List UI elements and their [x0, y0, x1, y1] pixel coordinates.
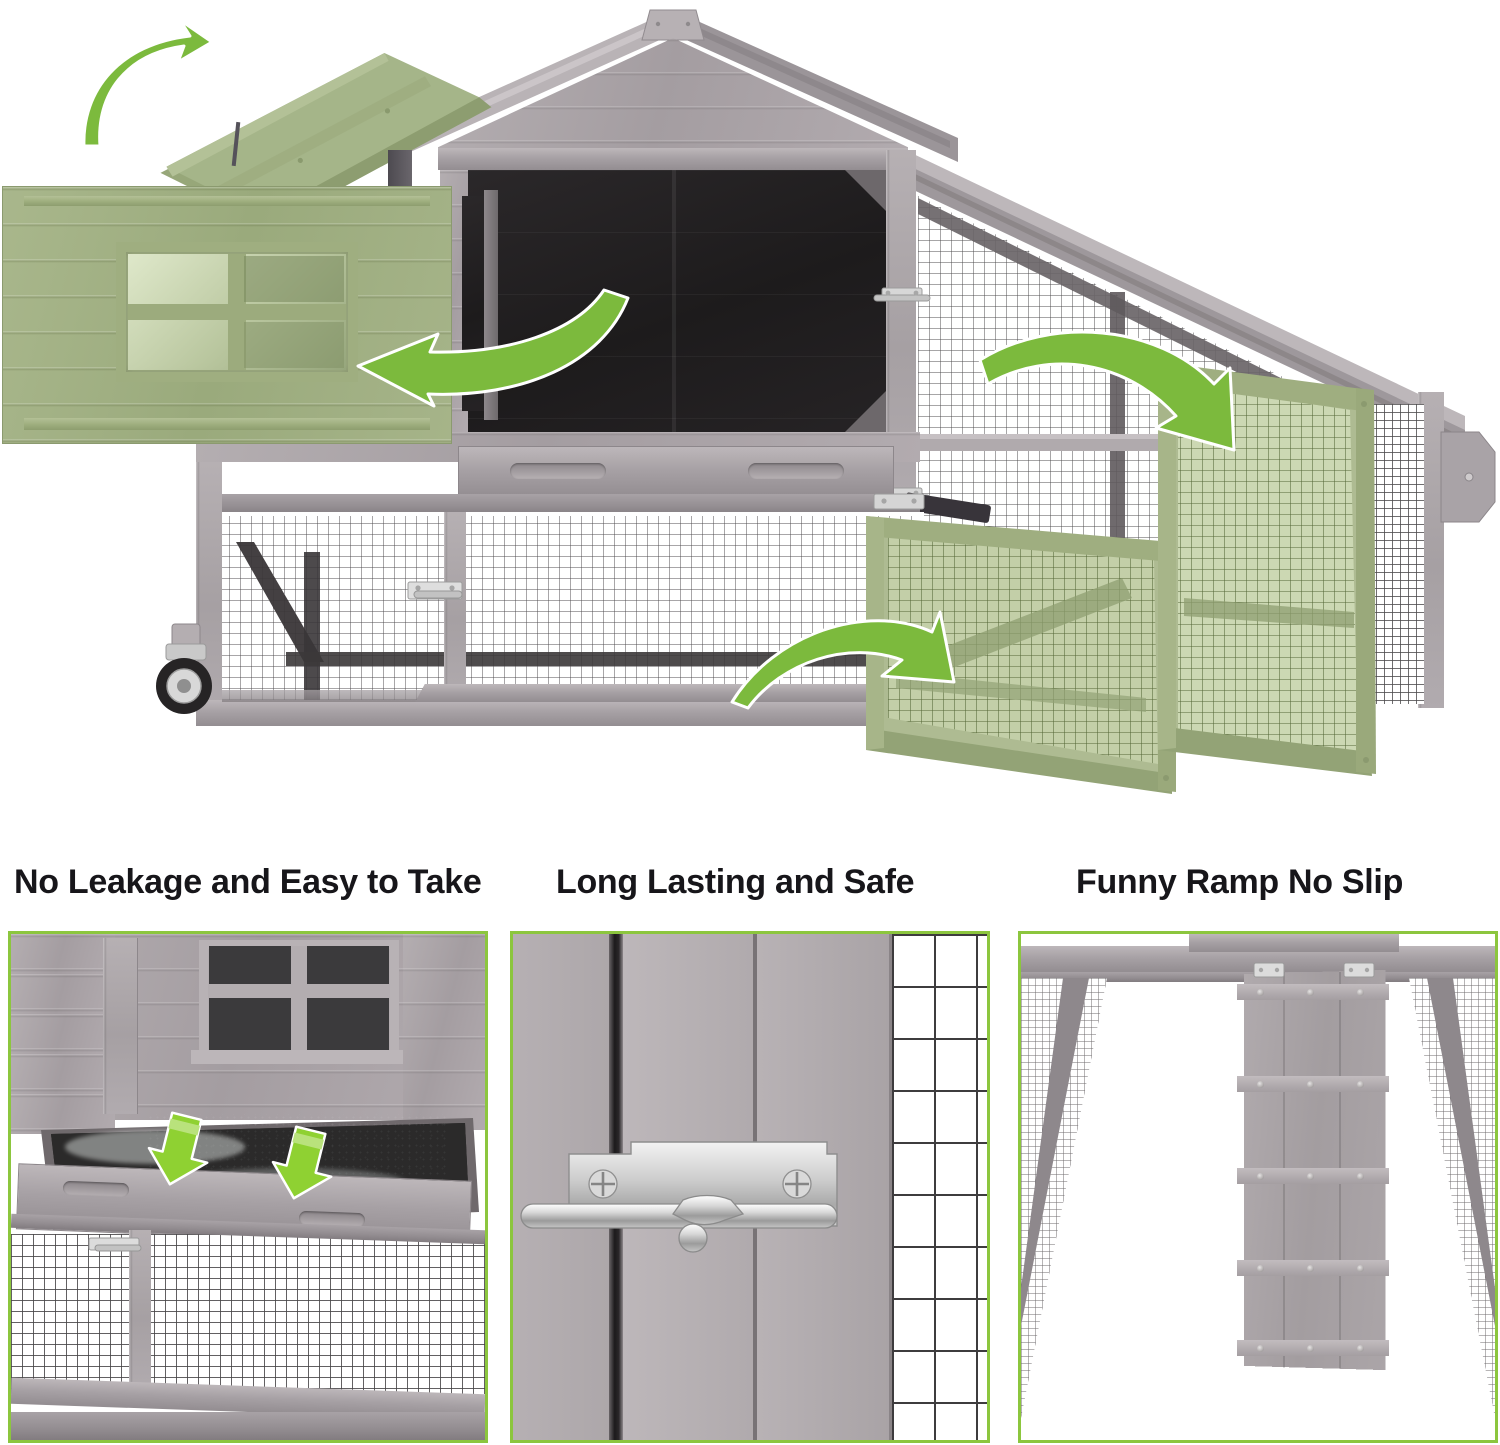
highlight-run-door-side[interactable]: [1158, 360, 1382, 778]
anti-slip-ramp: [1237, 969, 1389, 1371]
latch-panel-mesh: [892, 934, 987, 1440]
nest-door-window: [116, 242, 358, 382]
panel-image-tray: [8, 931, 488, 1443]
house-gable-trim: [438, 148, 908, 170]
ramp-hinge-left: [1253, 962, 1285, 984]
house-latch-upper[interactable]: [873, 286, 932, 308]
panel-caption-latch: Long Lasting and Safe: [556, 863, 915, 901]
arrow-run-front-icon: [726, 578, 956, 710]
highlight-roof-lid[interactable]: [148, 45, 501, 241]
house-interior-plank-lines: [462, 170, 887, 432]
house-interior-divider: [672, 170, 676, 432]
run-end-hinge-plate: [1440, 431, 1496, 523]
panel-caption-ramp: Funny Ramp No Slip: [1076, 863, 1404, 901]
run-roof-beam: [905, 150, 1500, 450]
tray-handle-right[interactable]: [748, 463, 844, 479]
nest-door-bottom-rail: [24, 418, 430, 430]
run-left: [196, 512, 924, 712]
tray-panel-open-door: [103, 938, 138, 1114]
hero-product-image: [2, 9, 1500, 794]
tray-panel-latch[interactable]: [87, 1236, 143, 1256]
run-divider-post: [444, 512, 466, 708]
house-interior: [462, 170, 887, 432]
tray-panel-run-mesh: [11, 1234, 485, 1394]
pullout-tray-front[interactable]: [458, 446, 894, 498]
barrel-bolt-latch-icon[interactable]: [520, 1140, 893, 1290]
highlight-run-door-front[interactable]: [866, 512, 1182, 794]
ramp-hinge-right: [1343, 962, 1375, 984]
tray-rail: [196, 494, 920, 516]
ramp-panel-mesh-right: [1373, 978, 1495, 1440]
run-base-rail: [196, 700, 924, 726]
tray-arrow-right-icon: [271, 1125, 337, 1202]
nest-door-top-rail: [24, 196, 430, 206]
caster-wheel: [144, 623, 224, 724]
ramp-panel-mesh-left: [1021, 978, 1141, 1440]
tray-arrow-left-icon: [147, 1111, 213, 1188]
arrow-roof-icon: [62, 18, 214, 150]
window-mullion-horizontal: [128, 304, 346, 320]
tray-panel-window: [191, 940, 407, 1064]
tray-handle-a[interactable]: [62, 1180, 130, 1198]
panel-image-latch: [510, 931, 990, 1443]
feature-panels: No Leakage and Easy to Take Long Lasting…: [0, 845, 1500, 1445]
run-door-latch-left[interactable]: [404, 580, 466, 610]
panel-caption-tray: No Leakage and Easy to Take: [14, 863, 482, 901]
tray-handle-left[interactable]: [510, 463, 606, 479]
arrow-nestbox-icon: [352, 286, 632, 408]
arrow-run-side-icon: [978, 318, 1238, 488]
highlight-nest-box-door[interactable]: [2, 186, 452, 444]
run-door-front-hinge: [872, 492, 926, 514]
panel-image-ramp: [1018, 931, 1498, 1443]
